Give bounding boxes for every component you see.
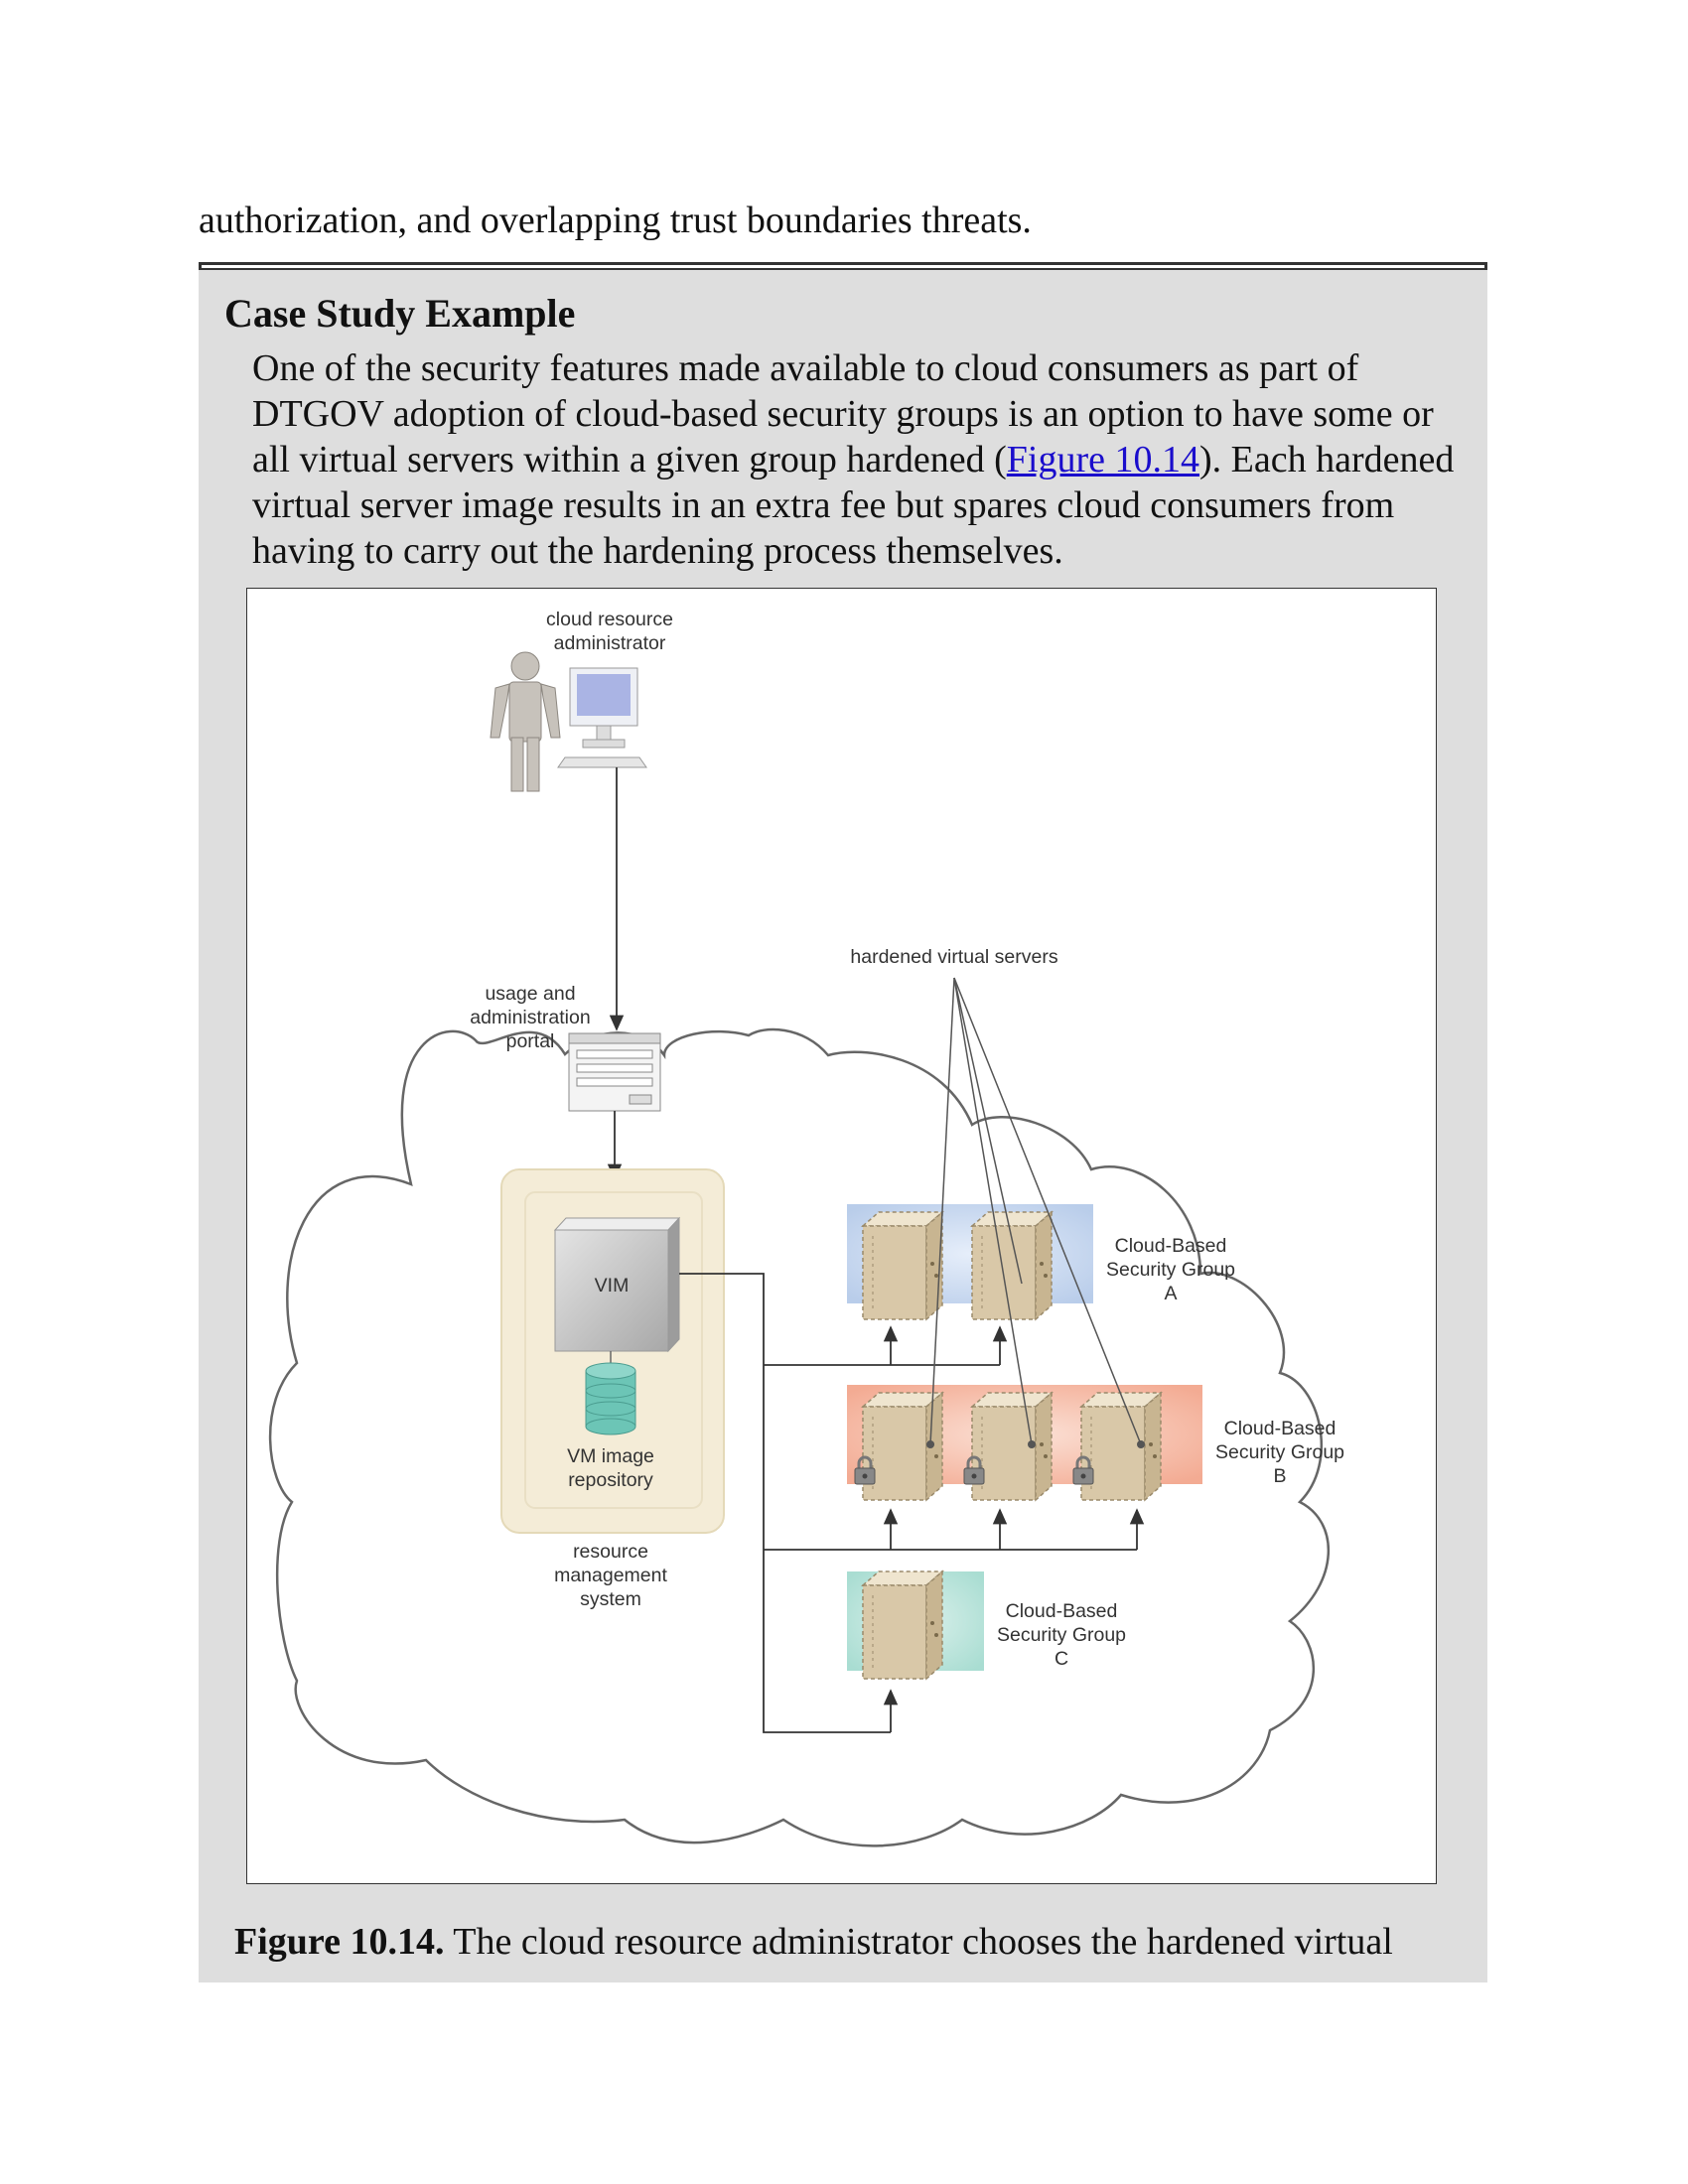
hardened-pointer-lines: [929, 977, 1142, 1445]
case-study-body-end: ). Each hardened virtual server image re…: [252, 439, 1455, 572]
pointer-dot: [926, 1440, 934, 1448]
group-b-label-line-1: Cloud-Based: [1224, 1418, 1336, 1439]
case-study-title: Case Study Example: [224, 291, 576, 336]
server-a1: [862, 1211, 943, 1320]
repo-label-line-1: VM image: [567, 1445, 654, 1467]
group-a-label-line-3: A: [1164, 1283, 1177, 1304]
pointer-dot: [1028, 1440, 1036, 1448]
case-study-body-start: One of the security features made availa…: [252, 347, 1434, 480]
portal-label-line-3: portal: [506, 1030, 555, 1052]
server-a2: [971, 1211, 1053, 1320]
rms-label-line-1: resource: [573, 1541, 648, 1563]
case-study-body: One of the security features made availa…: [252, 345, 1464, 574]
figure-10-14: cloud resource administrator usage and a…: [246, 588, 1437, 1884]
group-b-label-line-2: Security Group: [1215, 1441, 1344, 1463]
group-c-label-line-3: C: [1055, 1648, 1068, 1670]
server-b3: [1080, 1392, 1162, 1501]
group-c-label-line-2: Security Group: [997, 1624, 1126, 1646]
rms-label-line-2: management: [554, 1565, 667, 1586]
cloud-security-diagram: cloud resource administrator usage and a…: [268, 609, 1344, 1847]
portal-label-line-1: usage and: [485, 983, 575, 1005]
sidebar-top-rule: [199, 262, 1487, 270]
group-a-label-line-1: Cloud-Based: [1115, 1235, 1227, 1257]
group-b-label-line-3: B: [1273, 1465, 1286, 1487]
case-study-box: Case Study Example One of the security f…: [199, 270, 1487, 1982]
lead-paragraph: authorization, and overlapping trust bou…: [199, 200, 1032, 241]
group-c-label-line-1: Cloud-Based: [1006, 1600, 1118, 1622]
server-b2: [971, 1392, 1053, 1501]
connection-lines: [679, 1273, 1145, 1733]
portal-icon[interactable]: [568, 1032, 661, 1112]
pointer-dot: [1137, 1440, 1145, 1448]
vim-box: [553, 1216, 681, 1353]
group-a-label-line-2: Security Group: [1106, 1259, 1235, 1281]
vim-label: VIM: [595, 1275, 630, 1297]
rms-label-line-3: system: [580, 1588, 641, 1610]
caption-label: Figure 10.14.: [234, 1921, 445, 1963]
portal-label-line-2: administration: [470, 1007, 590, 1028]
person-icon: [490, 651, 561, 792]
hardened-servers-label: hardened virtual servers: [850, 946, 1057, 968]
caption-text: The cloud resource administrator chooses…: [444, 1921, 1393, 1963]
database-icon: [585, 1362, 636, 1435]
figure-link[interactable]: Figure 10.14: [1006, 439, 1199, 480]
repo-label-line-2: repository: [568, 1469, 653, 1491]
admin-label-line-1: cloud resource: [546, 609, 673, 630]
repo-base: [585, 1418, 636, 1435]
admin-label-line-2: administrator: [554, 632, 666, 654]
computer-icon: [557, 667, 647, 768]
server-c1: [862, 1570, 943, 1680]
figure-caption: Figure 10.14. The cloud resource adminis…: [234, 1918, 1393, 1966]
